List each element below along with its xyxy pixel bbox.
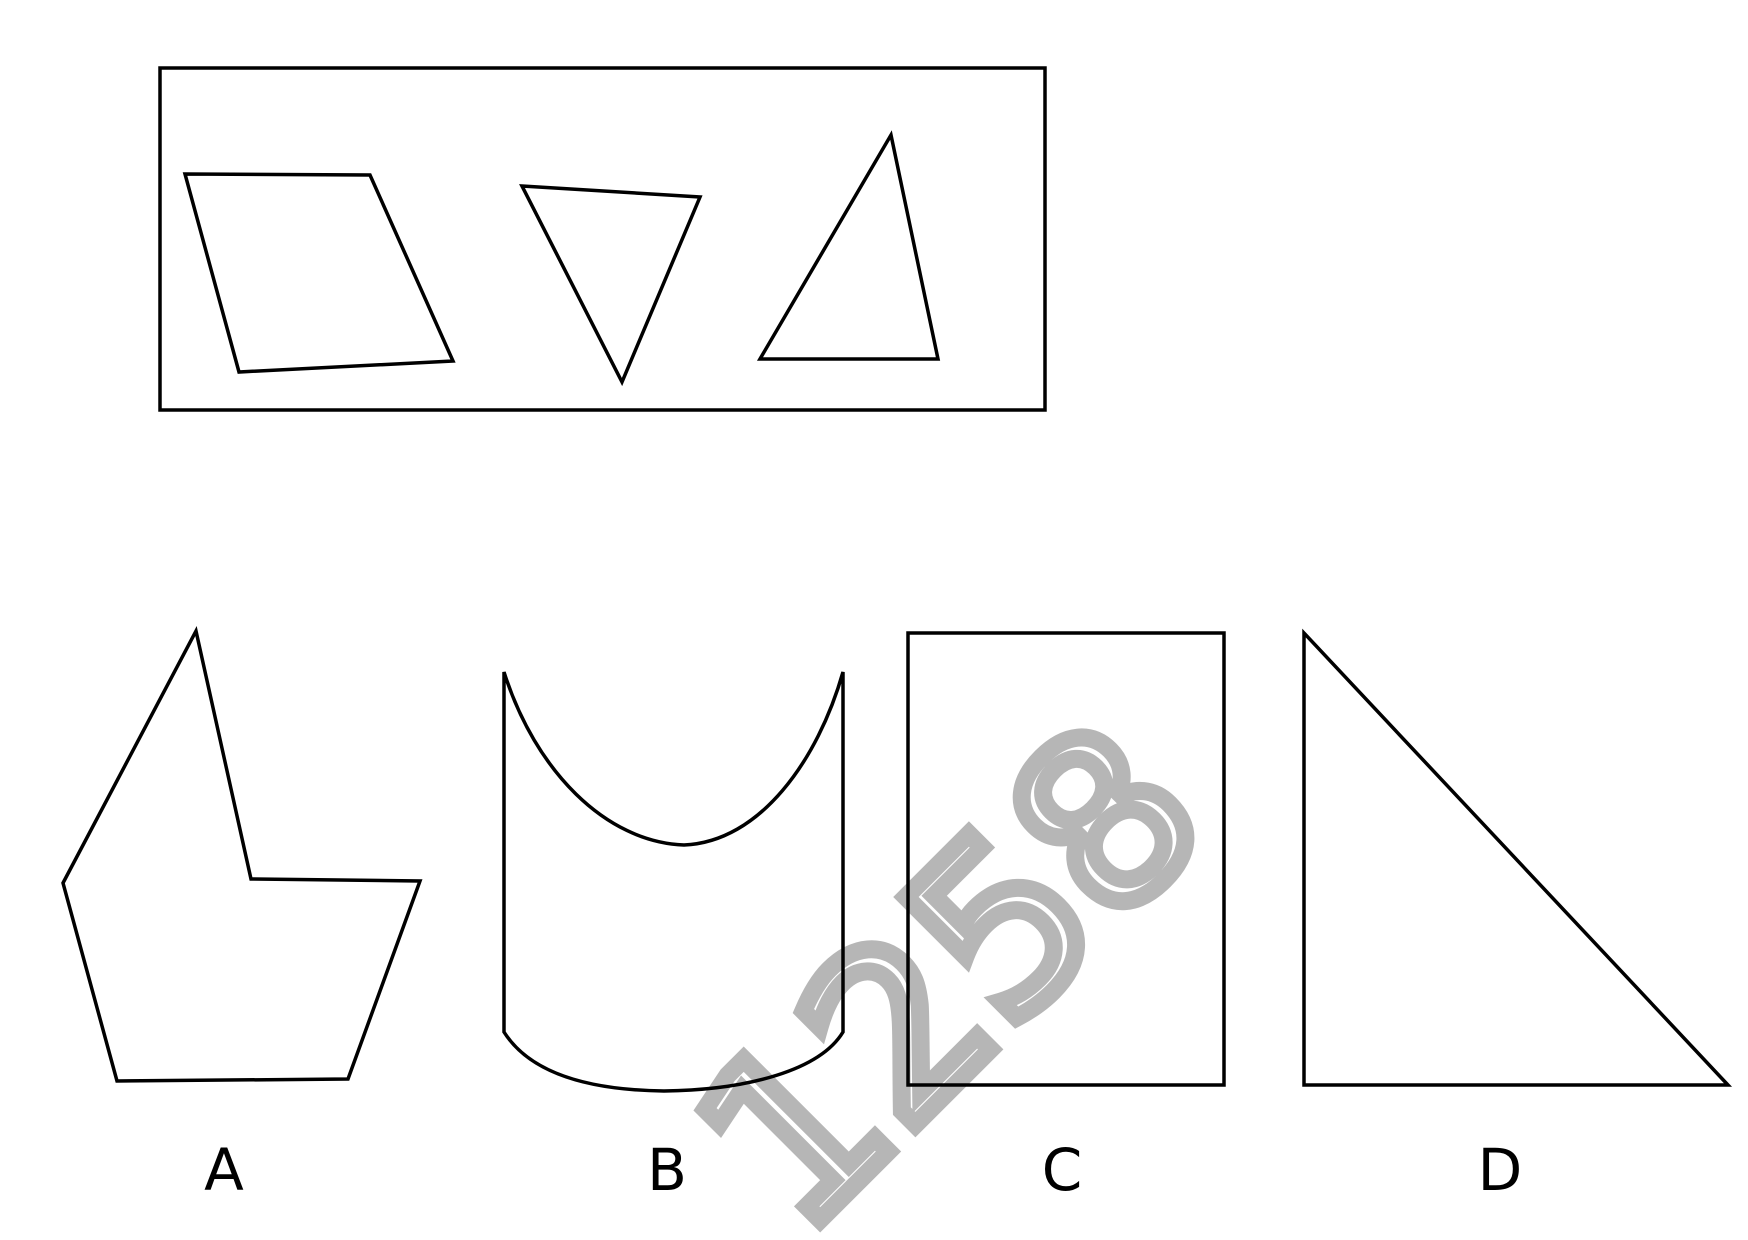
option-b-shape bbox=[502, 671, 845, 1093]
option-b-label: B bbox=[647, 1136, 687, 1204]
option-c-label: C bbox=[1042, 1136, 1083, 1204]
option-b[interactable]: B bbox=[502, 671, 845, 1204]
watermark-text: 1258 bbox=[650, 676, 1253, 1240]
option-d-label: D bbox=[1478, 1136, 1523, 1204]
question-panel bbox=[158, 66, 1047, 412]
option-a-shape bbox=[61, 625, 423, 1083]
question-shape-quadrilateral bbox=[182, 172, 456, 374]
option-c-shape bbox=[906, 631, 1226, 1087]
option-c[interactable]: C bbox=[906, 631, 1226, 1204]
question-shape-upright-triangle bbox=[756, 130, 941, 361]
option-d[interactable]: D bbox=[1302, 628, 1733, 1204]
option-d-shape bbox=[1302, 628, 1733, 1087]
question-frame bbox=[158, 66, 1047, 412]
option-a[interactable]: A bbox=[61, 625, 423, 1204]
option-a-label: A bbox=[204, 1136, 244, 1204]
question-shape-inverted-triangle bbox=[519, 184, 703, 387]
